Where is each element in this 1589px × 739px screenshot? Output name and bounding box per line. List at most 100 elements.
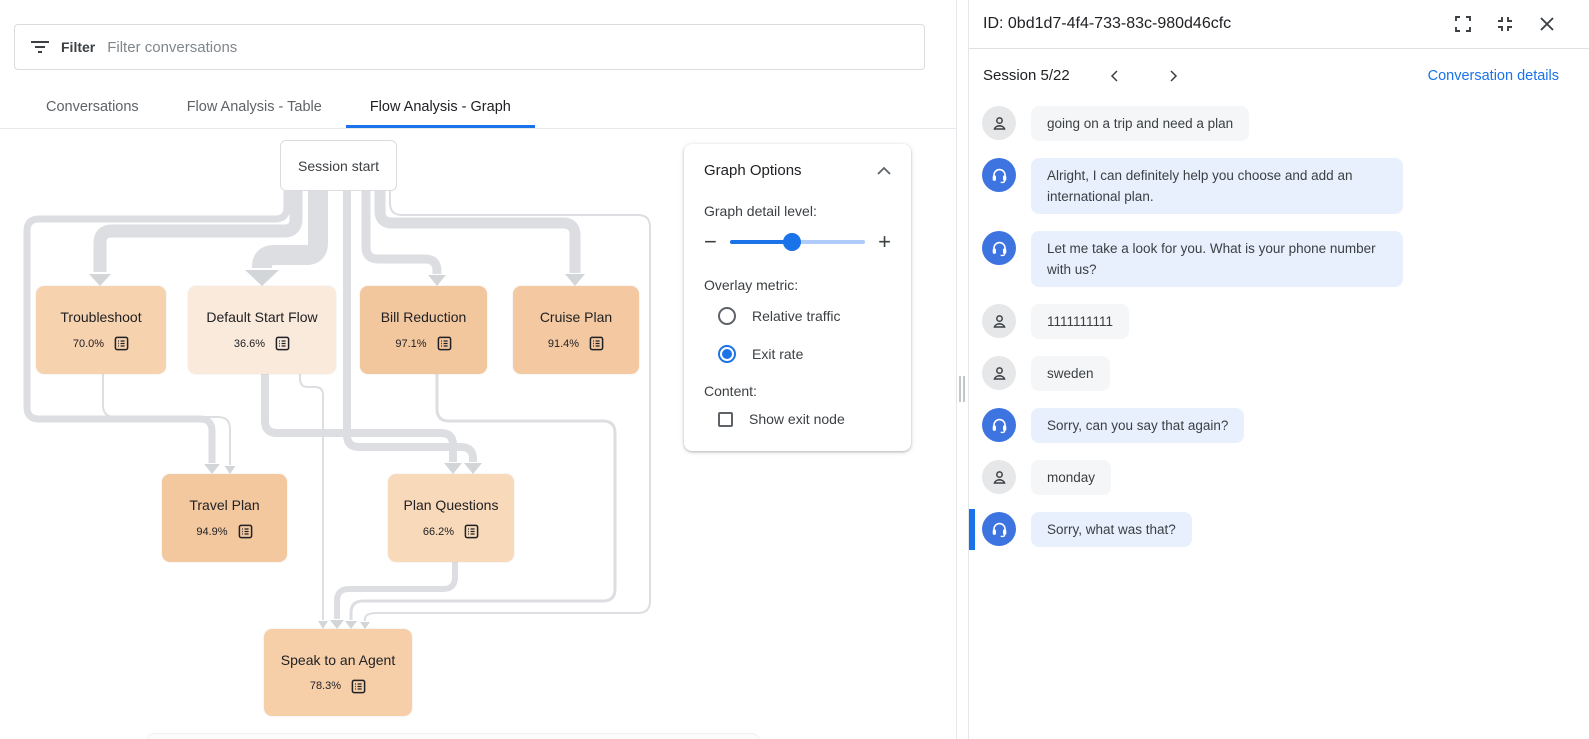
tab-conversations[interactable]: Conversations bbox=[46, 99, 139, 115]
flow-edges bbox=[23, 191, 651, 629]
filter-icon bbox=[31, 41, 49, 53]
list-alt-icon[interactable] bbox=[464, 524, 479, 539]
radio-exit-rate[interactable]: Exit rate bbox=[718, 345, 891, 363]
message-bubble: Alright, I can definitely help you choos… bbox=[1031, 158, 1403, 214]
flow-node-title: Cruise Plan bbox=[539, 309, 613, 325]
conversation-detail-panel: ID: 0bd1d7-4f4-733-83c-980d46cfc bbox=[968, 0, 1589, 739]
flow-node-troubleshoot[interactable]: Troubleshoot 70.0% bbox=[36, 286, 166, 374]
agent-message-row: Sorry, can you say that again? bbox=[982, 408, 1565, 443]
user-avatar bbox=[982, 106, 1016, 140]
person-icon bbox=[992, 470, 1006, 484]
conversation-details-link[interactable]: Conversation details bbox=[1427, 67, 1559, 84]
session-counter: Session 5/22 bbox=[983, 67, 1070, 84]
overlay-metric-label: Overlay metric: bbox=[704, 277, 799, 293]
list-alt-icon[interactable] bbox=[589, 336, 604, 351]
message-list: going on a trip and need a plan Alright,… bbox=[969, 102, 1589, 739]
message-bubble: Sorry, can you say that again? bbox=[1031, 408, 1245, 443]
person-icon bbox=[992, 366, 1006, 380]
list-alt-icon[interactable] bbox=[351, 679, 366, 694]
user-avatar bbox=[982, 356, 1016, 390]
collapse-chevron-up-icon[interactable] bbox=[877, 166, 891, 175]
list-alt-icon[interactable] bbox=[437, 336, 452, 351]
tab-flow-analysis-graph[interactable]: Flow Analysis - Graph bbox=[345, 88, 535, 128]
show-exit-node-checkbox-row[interactable]: Show exit node bbox=[718, 411, 891, 427]
flow-node-title: Default Start Flow bbox=[206, 309, 318, 325]
agent-message-row: Let me take a look for you. What is your… bbox=[982, 231, 1565, 287]
flow-node-cruise-plan[interactable]: Cruise Plan 91.4% bbox=[513, 286, 639, 374]
flow-graph-canvas: Session start Troubleshoot 70.0% Default… bbox=[0, 129, 956, 739]
filter-input[interactable]: Filter conversations bbox=[107, 38, 238, 56]
radio-icon[interactable] bbox=[718, 345, 736, 363]
flow-node-travel-plan[interactable]: Travel Plan 94.9% bbox=[162, 474, 287, 562]
start-node-label: Session start bbox=[298, 157, 379, 174]
flow-node-speak-to-an-agent[interactable]: Speak to an Agent 78.3% bbox=[264, 629, 412, 716]
tabs: Conversations Flow Analysis - Table Flow A… bbox=[0, 88, 956, 129]
flow-analysis-pane: Filter Filter conversations Conversation… bbox=[0, 0, 957, 739]
graph-options-title: Graph Options bbox=[704, 162, 802, 179]
detail-header: ID: 0bd1d7-4f4-733-83c-980d46cfc bbox=[969, 0, 1589, 49]
agent-message-row: Sorry, what was that? bbox=[969, 509, 1565, 550]
person-icon bbox=[992, 314, 1006, 328]
agent-avatar bbox=[982, 231, 1016, 265]
exit-rate-value: 78.3% bbox=[309, 680, 342, 692]
agent-message-row: Alright, I can definitely help you choos… bbox=[982, 158, 1565, 214]
graph-options-panel: Graph Options Graph detail level: − + Ov… bbox=[684, 144, 911, 451]
flow-node-title: Troubleshoot bbox=[60, 309, 142, 325]
resize-grip-icon bbox=[959, 376, 965, 402]
slider-thumb[interactable] bbox=[783, 233, 802, 251]
radio-label: Relative traffic bbox=[752, 308, 841, 324]
tab-flow-analysis-table[interactable]: Flow Analysis - Table bbox=[186, 99, 322, 115]
previous-session-icon[interactable] bbox=[1108, 69, 1122, 83]
headset-icon bbox=[992, 418, 1006, 433]
radio-icon[interactable] bbox=[718, 307, 736, 325]
message-bubble: Sorry, what was that? bbox=[1031, 512, 1192, 547]
user-message-row: monday bbox=[982, 460, 1565, 495]
exit-rate-value: 94.9% bbox=[196, 525, 228, 538]
list-alt-icon[interactable] bbox=[275, 336, 290, 351]
user-avatar bbox=[982, 460, 1016, 494]
agent-avatar bbox=[982, 158, 1016, 192]
list-alt-icon[interactable] bbox=[114, 336, 129, 351]
flow-node-title: Speak to an Agent bbox=[280, 651, 396, 668]
close-icon[interactable] bbox=[1537, 14, 1557, 34]
person-icon bbox=[992, 116, 1006, 130]
session-nav-row: Session 5/22 Conversation details bbox=[969, 49, 1589, 102]
content-label: Content: bbox=[704, 383, 757, 399]
user-avatar bbox=[982, 304, 1016, 338]
agent-avatar bbox=[982, 512, 1016, 546]
next-session-icon[interactable] bbox=[1166, 69, 1180, 83]
filter-label: Filter bbox=[61, 39, 96, 55]
partial-node-bottom bbox=[146, 733, 760, 739]
headset-icon bbox=[992, 522, 1006, 537]
headset-icon bbox=[992, 241, 1006, 256]
flow-node-title: Bill Reduction bbox=[380, 309, 467, 325]
pane-resize-handle[interactable] bbox=[957, 0, 968, 739]
exit-rate-value: 97.1% bbox=[395, 337, 427, 350]
fullscreen-icon[interactable] bbox=[1453, 14, 1473, 34]
conversation-id-title: ID: 0bd1d7-4f4-733-83c-980d46cfc bbox=[983, 15, 1232, 32]
user-message-row: 1111111111 bbox=[982, 304, 1565, 339]
message-bubble: sweden bbox=[1031, 356, 1110, 391]
headset-icon bbox=[992, 168, 1006, 183]
exit-rate-value: 91.4% bbox=[547, 337, 580, 350]
detail-level-slider[interactable] bbox=[729, 233, 866, 251]
list-alt-icon[interactable] bbox=[238, 524, 253, 539]
flow-node-title: Travel Plan bbox=[189, 497, 260, 513]
fullscreen-exit-icon[interactable] bbox=[1495, 14, 1515, 34]
flow-node-plan-questions[interactable]: Plan Questions 66.2% bbox=[388, 474, 514, 562]
checkbox-icon[interactable] bbox=[718, 411, 733, 427]
exit-rate-value: 70.0% bbox=[72, 337, 105, 350]
flow-node-bill-reduction[interactable]: Bill Reduction 97.1% bbox=[360, 286, 487, 374]
exit-rate-value: 36.6% bbox=[233, 337, 266, 350]
detail-increase-button[interactable]: + bbox=[878, 229, 891, 254]
flow-node-session-start[interactable]: Session start bbox=[280, 140, 397, 191]
message-bubble: Let me take a look for you. What is your… bbox=[1031, 231, 1403, 287]
radio-label: Exit rate bbox=[752, 346, 804, 362]
radio-relative-traffic[interactable]: Relative traffic bbox=[718, 307, 891, 325]
detail-level-label: Graph detail level: bbox=[704, 203, 817, 219]
filter-bar[interactable]: Filter Filter conversations bbox=[14, 24, 925, 70]
exit-rate-value: 66.2% bbox=[422, 525, 455, 538]
flow-node-default-start-flow[interactable]: Default Start Flow 36.6% bbox=[188, 286, 336, 374]
detail-decrease-button[interactable]: − bbox=[704, 229, 717, 254]
